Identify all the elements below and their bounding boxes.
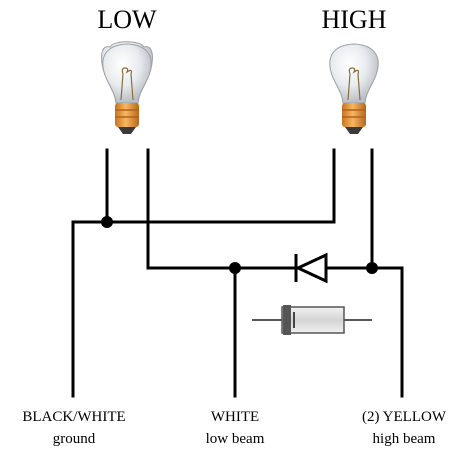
high-beam-junction — [366, 262, 378, 274]
wiring — [71, 148, 404, 398]
diode-component-icon — [252, 305, 372, 335]
high-beam-wire-color-label: (2) YELLOW — [362, 409, 447, 425]
light-bulb-icon — [101, 41, 153, 134]
low-bulb-title: LOW — [97, 5, 157, 34]
ground-wire-function-label: ground — [53, 431, 96, 447]
low-beam-wire-color-label: WHITE — [211, 409, 259, 425]
high-bulb-title: HIGH — [322, 5, 387, 34]
ground-wire-color-label: BLACK/WHITE — [22, 409, 125, 425]
low-beam-wire-function-label: low beam — [206, 431, 265, 447]
high-beam-wire-function-label: high beam — [373, 431, 436, 447]
low-beam-junction — [229, 262, 241, 274]
light-bulb-icon — [329, 43, 379, 134]
diode-symbol-icon — [294, 252, 328, 284]
ground-junction — [101, 216, 113, 228]
